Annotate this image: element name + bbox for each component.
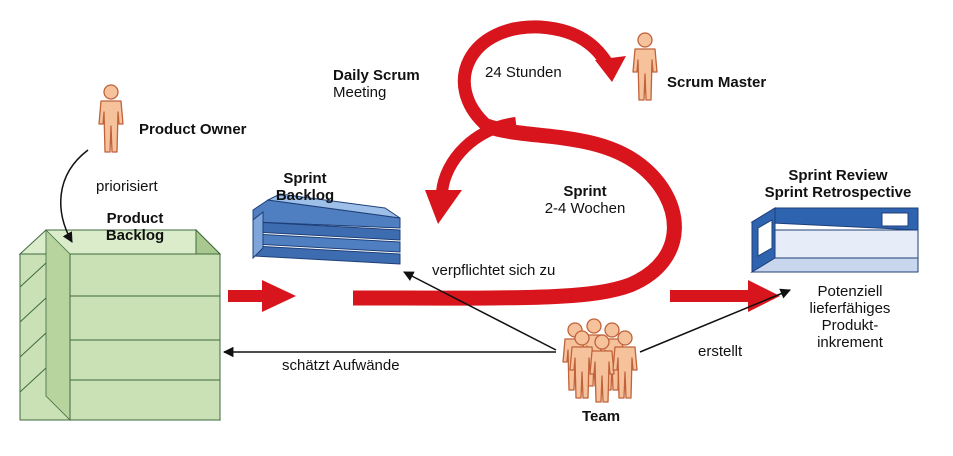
flow-arrow-to-sprint-backlog [228, 280, 296, 312]
sprint-backlog-title-2: Backlog [275, 187, 335, 204]
estimates-label: schätzt Aufwände [282, 357, 400, 374]
sprint-duration: 2-4 Wochen [544, 200, 626, 217]
product-backlog-title-1: Product [106, 210, 164, 227]
scrum-master-figure [632, 32, 658, 101]
prioritizes-label: priorisiert [96, 178, 158, 195]
commits-label: verpflichtet sich zu [432, 262, 556, 279]
product-backlog-title-2: Backlog [105, 227, 165, 244]
team-figures [562, 318, 638, 403]
product-increment-box [750, 207, 919, 273]
daily-scrum-title: Daily Scrum [333, 67, 420, 84]
increment-label-3: Produkt- [821, 317, 879, 334]
increment-label-4: inkrement [817, 334, 883, 351]
commits-arrow [403, 271, 557, 351]
creates-label: erstellt [698, 343, 743, 360]
product-owner-figure [98, 84, 124, 153]
sprint-review-title: Sprint Review [788, 167, 888, 184]
product-owner-label: Product Owner [139, 121, 247, 138]
increment-label-2: lieferfähiges [809, 300, 891, 317]
creates-arrow [639, 288, 791, 353]
sprint-backlog-stack [252, 193, 401, 265]
product-backlog-stack [18, 228, 222, 422]
team-label: Team [582, 408, 621, 425]
sprint-cycle-arrow [352, 20, 682, 306]
prioritizes-arrow [60, 149, 89, 243]
sprint-title: Sprint [563, 183, 607, 200]
sprint-retrospective-title: Sprint Retrospective [764, 184, 912, 201]
daily-scrum-subtitle: Meeting [333, 84, 387, 101]
increment-label-1: Potenziell [817, 283, 883, 300]
scrum-master-label: Scrum Master [667, 74, 767, 91]
flow-arrow-to-increment [670, 280, 780, 312]
daily-interval-label: 24 Stunden [485, 64, 562, 81]
sprint-backlog-title-1: Sprint [283, 170, 327, 187]
